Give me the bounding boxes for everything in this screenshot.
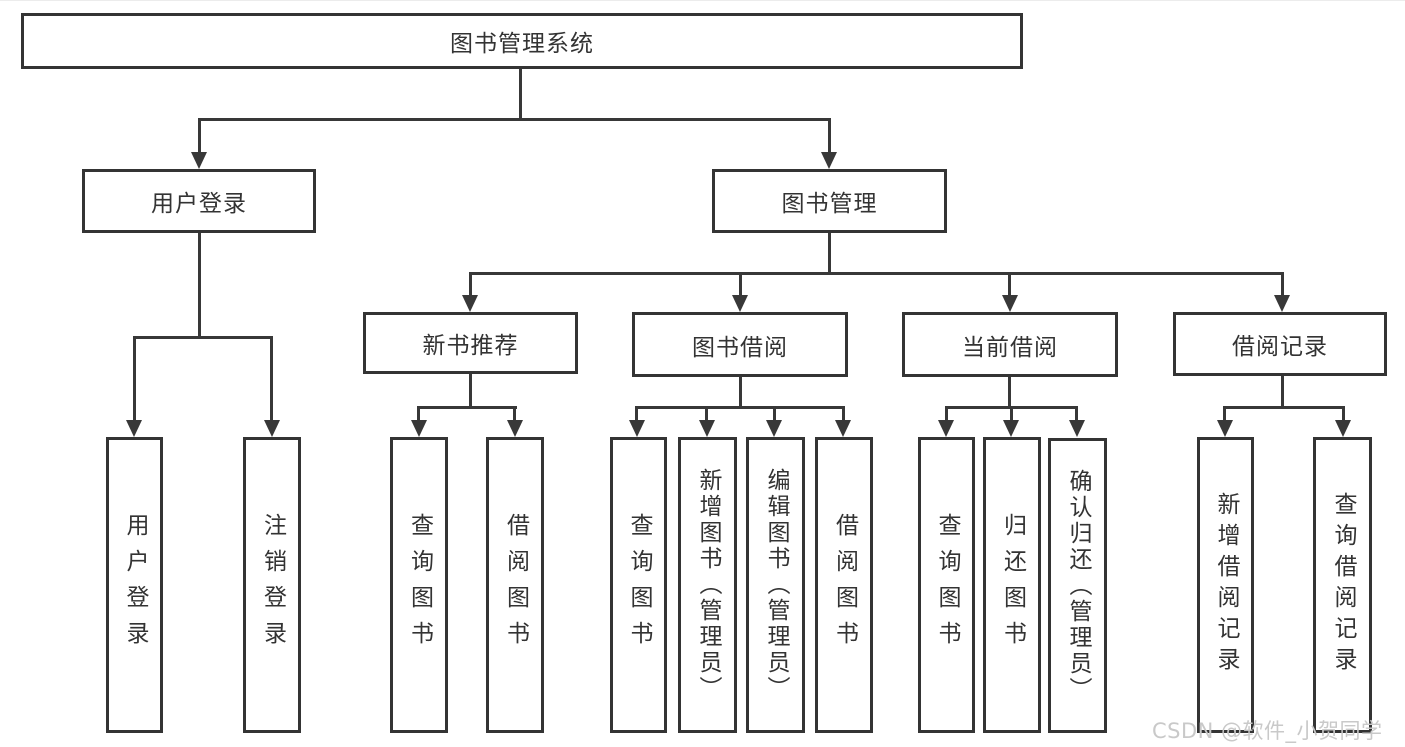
connector-m4-c1-drop [1223,406,1226,423]
connector-root-stem [519,69,522,118]
connector-m1-stem [469,374,472,406]
connector-book-mgmt-drop [828,118,831,155]
connector-m2-c3-drop [773,406,776,423]
leaf-m1-query-book: 查询图书 [390,437,448,733]
arrow-to-m4-query-record [1335,420,1351,437]
leaf-logout: 注销登录 [243,437,301,733]
node-borrowing-records: 借阅记录 [1173,312,1387,376]
node-root-label: 图书管理系统 [450,31,594,57]
leaf-m1-borrow-book: 借阅图书 [486,437,544,733]
arrow-to-m2-query-book [629,420,645,437]
connector-level3-bar [469,272,1283,275]
leaf-m4-add-borrow-record-label: 新增借阅记录 [1213,492,1239,678]
connector-m3-c2-drop [1010,406,1013,423]
leaf-m4-query-borrow-record: 查询借阅记录 [1313,437,1372,733]
node-new-book-recommend: 新书推荐 [363,312,578,374]
node-book-borrowing-label: 图书借阅 [692,334,788,361]
connector-m1-c2-drop [513,406,516,423]
connector-leaf-login-drop [133,336,136,422]
connector-m1-bar [418,406,517,409]
arrow-to-m1-borrow-book [507,420,523,437]
connector-m3-stem [1008,377,1011,406]
arrow-to-m2-add-book [699,420,715,437]
node-book-management-label: 图书管理 [781,191,878,217]
arrow-to-borrow-records [1274,295,1290,312]
connector-leaf-logout-drop [270,336,273,422]
connector-book-mgmt-stem [828,233,831,272]
leaf-m2-edit-book-admin-label: 编辑图书（管理员） [763,468,789,702]
leaf-m3-query-book: 查询图书 [918,437,975,733]
leaf-m2-add-book-admin: 新增图书（管理员） [678,437,737,733]
leaf-m4-query-borrow-record-label: 查询借阅记录 [1330,492,1356,678]
node-current-borrowing-label: 当前借阅 [962,334,1058,361]
connector-user-login-drop [198,118,201,155]
connector-m4-c2-drop [1342,406,1345,423]
arrow-to-m2-borrow-book [835,420,851,437]
connector-m3-c1-drop [945,406,948,423]
connector-m2-c4-drop [842,406,845,423]
leaf-logout-label: 注销登录 [259,513,286,657]
connector-m1-c1-drop [417,406,420,423]
arrow-to-current-borrow [1002,295,1018,312]
leaf-user-login: 用户登录 [106,437,163,733]
csdn-watermark: CSDN @软件_小贺同学 [1152,719,1383,743]
connector-m4-stem [1281,376,1284,406]
arrow-to-m2-edit-book [766,420,782,437]
arrow-to-book-borrow [732,295,748,312]
leaf-m3-return-book: 归还图书 [983,437,1041,733]
connector-borrow-records-drop [1281,272,1284,296]
leaf-m4-add-borrow-record: 新增借阅记录 [1197,437,1254,733]
connector-current-borrow-drop [1008,272,1011,296]
connector-level2-bar [198,118,831,121]
connector-m2-c1-drop [635,406,638,423]
connector-m2-bar [635,406,845,409]
node-new-book-recommend-label: 新书推荐 [422,333,519,359]
node-root-library-system: 图书管理系统 [21,13,1023,69]
arrow-to-leaf-login [126,420,142,437]
leaf-m3-return-book-label: 归还图书 [999,513,1026,657]
connector-m2-c2-drop [705,406,708,423]
leaf-m2-edit-book-admin: 编辑图书（管理员） [746,437,805,733]
arrow-to-m3-query-book [938,420,954,437]
arrow-to-m4-add-record [1217,420,1233,437]
connector-m2-stem [739,377,742,406]
node-book-management: 图书管理 [712,169,947,233]
node-user-login: 用户登录 [82,169,316,233]
leaf-m2-borrow-book: 借阅图书 [815,437,873,733]
leaf-m2-borrow-book-label: 借阅图书 [831,513,858,657]
arrow-to-user-login [191,152,207,169]
connector-m4-bar [1223,406,1345,409]
leaf-m1-borrow-book-label: 借阅图书 [502,513,529,657]
arrow-to-m3-return-book [1003,420,1019,437]
node-book-borrowing: 图书借阅 [632,312,848,377]
connector-book-borrow-drop [739,272,742,296]
arrow-to-new-book-rec [462,295,478,312]
leaf-m2-add-book-admin-label: 新增图书（管理员） [695,468,721,702]
leaf-m3-query-book-label: 查询图书 [934,513,960,657]
connector-user-login-stem [198,233,201,336]
leaf-m3-confirm-return-admin-label: 确认归还（管理员） [1065,468,1091,703]
connector-new-book-drop [469,272,472,296]
leaf-user-login-label: 用户登录 [122,513,148,657]
arrow-to-leaf-logout [264,420,280,437]
arrow-to-m1-query-book [411,420,427,437]
arrow-to-m3-confirm-return [1069,420,1085,437]
leaf-m2-query-book-label: 查询图书 [626,513,652,657]
node-current-borrowing: 当前借阅 [902,312,1118,377]
arrow-to-book-mgmt [821,152,837,169]
connector-user-login-bar [133,336,273,339]
image-top-edge [0,0,1405,1]
node-borrowing-records-label: 借阅记录 [1232,334,1328,360]
node-user-login-label: 用户登录 [151,191,247,217]
connector-m3-c3-drop [1075,406,1078,423]
leaf-m2-query-book: 查询图书 [610,437,667,733]
leaf-m1-query-book-label: 查询图书 [406,513,433,657]
leaf-m3-confirm-return-admin: 确认归还（管理员） [1048,438,1107,733]
